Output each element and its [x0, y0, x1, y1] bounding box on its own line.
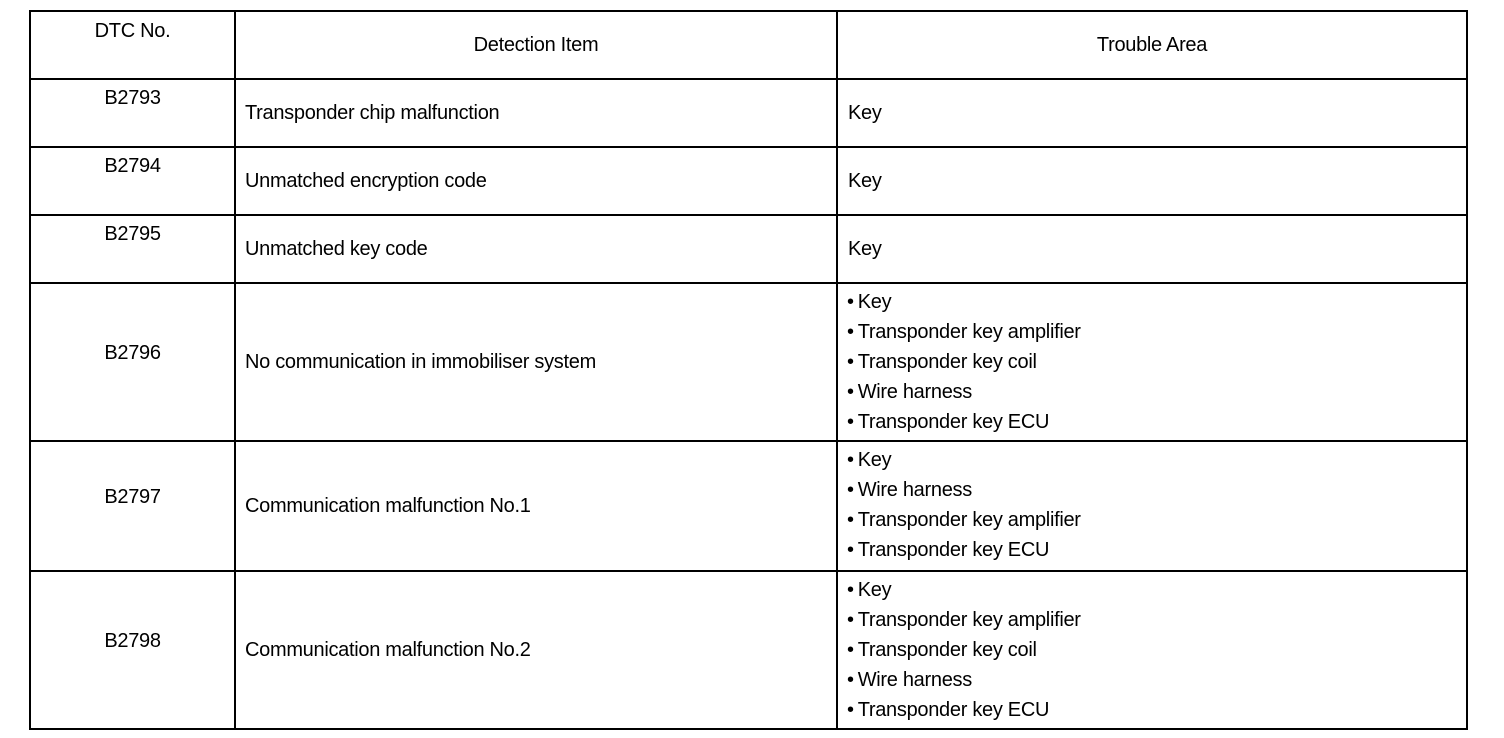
table-row: B2798 Communication malfunction No.2 Key… — [29, 570, 1468, 730]
trouble-area-list: Key Transponder key amplifier Transponde… — [847, 287, 1466, 437]
trouble-area-list: Key Transponder key amplifier Transponde… — [847, 575, 1466, 725]
dtc-table: DTC No. Detection Item Trouble Area B279… — [29, 10, 1468, 730]
trouble-area-item: Transponder key coil — [847, 347, 1466, 377]
trouble-area-item: Transponder key ECU — [847, 695, 1466, 725]
detection-item: Communication malfunction No.2 — [234, 570, 838, 730]
trouble-area-item: Wire harness — [847, 377, 1466, 407]
table-row: B2796 No communication in immobiliser sy… — [29, 282, 1468, 442]
header-trouble-area: Trouble Area — [836, 10, 1468, 80]
table-row: B2793 Transponder chip malfunction Key — [29, 78, 1468, 148]
dtc-code: B2797 — [29, 440, 236, 572]
trouble-area-item: Key — [847, 287, 1466, 317]
detection-item: Transponder chip malfunction — [234, 78, 838, 148]
dtc-code: B2795 — [29, 214, 236, 284]
trouble-area: Key Transponder key amplifier Transponde… — [836, 282, 1468, 442]
trouble-area-item: Wire harness — [847, 665, 1466, 695]
trouble-area-item: Key — [847, 575, 1466, 605]
trouble-area-item: Wire harness — [847, 475, 1466, 505]
detection-item: Unmatched key code — [234, 214, 838, 284]
header-dtc-no: DTC No. — [29, 10, 236, 80]
trouble-area-item: Transponder key coil — [847, 635, 1466, 665]
trouble-area-item: Transponder key amplifier — [847, 317, 1466, 347]
trouble-area-list: Key Wire harness Transponder key amplifi… — [847, 445, 1466, 565]
table-row: B2797 Communication malfunction No.1 Key… — [29, 440, 1468, 572]
trouble-area-item: Transponder key ECU — [847, 407, 1466, 437]
dtc-code: B2796 — [29, 282, 236, 442]
dtc-code: B2798 — [29, 570, 236, 730]
dtc-code: B2793 — [29, 78, 236, 148]
detection-item: No communication in immobiliser system — [234, 282, 838, 442]
trouble-area-item: Transponder key amplifier — [847, 605, 1466, 635]
trouble-area-item: Key — [847, 445, 1466, 475]
dtc-code: B2794 — [29, 146, 236, 216]
trouble-area: Key — [836, 146, 1468, 216]
trouble-area: Key Transponder key amplifier Transponde… — [836, 570, 1468, 730]
trouble-area-item: Transponder key amplifier — [847, 505, 1466, 535]
trouble-area: Key Wire harness Transponder key amplifi… — [836, 440, 1468, 572]
table-header-row: DTC No. Detection Item Trouble Area — [29, 10, 1468, 80]
trouble-area: Key — [836, 214, 1468, 284]
header-detection-item: Detection Item — [234, 10, 838, 80]
trouble-area: Key — [836, 78, 1468, 148]
detection-item: Communication malfunction No.1 — [234, 440, 838, 572]
detection-item: Unmatched encryption code — [234, 146, 838, 216]
table-row: B2795 Unmatched key code Key — [29, 214, 1468, 284]
trouble-area-item: Transponder key ECU — [847, 535, 1466, 565]
table-row: B2794 Unmatched encryption code Key — [29, 146, 1468, 216]
